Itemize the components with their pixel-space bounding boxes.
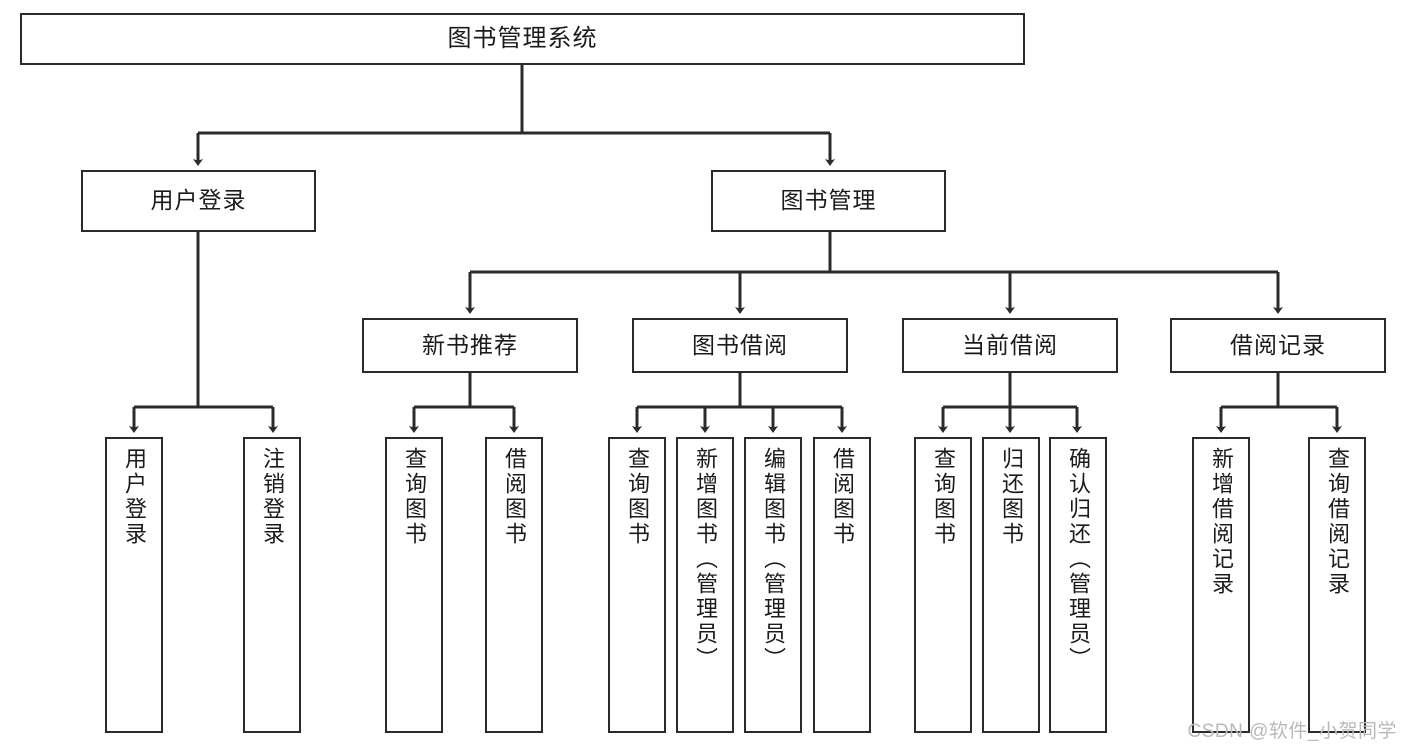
node-label: 图书借阅 [692, 331, 788, 358]
node-label: 查询借阅记录 [1325, 447, 1350, 597]
node-book-management[interactable]: 图书管理 [711, 170, 946, 232]
node-label: 新书推荐 [422, 331, 518, 358]
node-label: 当前借阅 [962, 331, 1058, 358]
node-root-book-management-system[interactable]: 图书管理系统 [20, 13, 1025, 65]
node-borrowing-record[interactable]: 借阅记录 [1170, 318, 1386, 373]
node-leaf-return-book[interactable]: 归还图书 [982, 437, 1040, 733]
node-label: 图书管理系统 [447, 24, 598, 52]
node-label: 查询图书 [625, 447, 650, 547]
node-label: 编辑图书（管理员） [761, 447, 786, 672]
node-label: 图书管理 [780, 187, 877, 214]
node-label: 借阅记录 [1230, 331, 1326, 358]
node-label: 新增借阅记录 [1209, 447, 1234, 597]
node-label: 用户登录 [122, 447, 147, 547]
node-label: 用户登录 [150, 187, 247, 214]
node-book-borrowing[interactable]: 图书借阅 [632, 318, 848, 373]
node-leaf-edit-book-admin[interactable]: 编辑图书（管理员） [744, 437, 802, 733]
node-label: 新增图书（管理员） [693, 447, 718, 672]
node-leaf-query-book-borrowing[interactable]: 查询图书 [608, 437, 666, 733]
node-leaf-query-book-current[interactable]: 查询图书 [914, 437, 972, 733]
node-leaf-borrow-book-borrowing[interactable]: 借阅图书 [813, 437, 871, 733]
node-leaf-logout[interactable]: 注销登录 [243, 437, 301, 733]
node-leaf-add-borrow-record[interactable]: 新增借阅记录 [1192, 437, 1250, 733]
node-new-book-recommendation[interactable]: 新书推荐 [362, 318, 578, 373]
node-label: 借阅图书 [830, 447, 855, 547]
node-label: 归还图书 [999, 447, 1024, 547]
node-leaf-user-login[interactable]: 用户登录 [105, 437, 163, 733]
node-label: 借阅图书 [502, 447, 527, 547]
node-current-borrowing[interactable]: 当前借阅 [902, 318, 1118, 373]
watermark-text: CSDN @软件_小贺同学 [1187, 721, 1397, 742]
node-label: 注销登录 [260, 447, 285, 547]
node-leaf-query-book-newbook[interactable]: 查询图书 [385, 437, 443, 733]
node-label: 查询图书 [931, 447, 956, 547]
node-user-login[interactable]: 用户登录 [81, 170, 316, 232]
node-label: 查询图书 [402, 447, 427, 547]
node-leaf-add-book-admin[interactable]: 新增图书（管理员） [676, 437, 734, 733]
node-leaf-confirm-return-admin[interactable]: 确认归还（管理员） [1049, 437, 1107, 733]
node-leaf-borrow-book-newbook[interactable]: 借阅图书 [485, 437, 543, 733]
node-leaf-query-borrow-record[interactable]: 查询借阅记录 [1308, 437, 1366, 733]
node-label: 确认归还（管理员） [1066, 447, 1091, 672]
